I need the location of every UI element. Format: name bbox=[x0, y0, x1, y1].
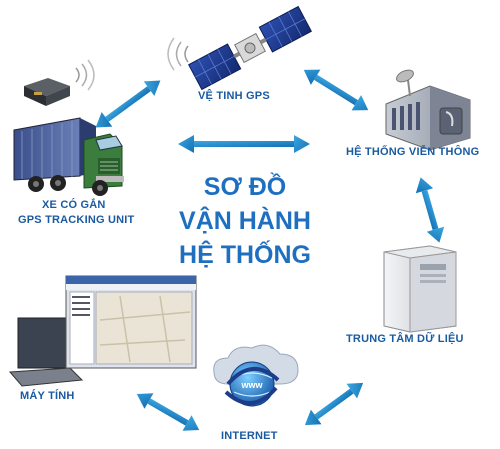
internet-label: INTERNET bbox=[221, 430, 278, 442]
globe-icon: www bbox=[213, 344, 299, 407]
gps-tracker-device-icon bbox=[24, 59, 95, 106]
diagram-title: SƠ ĐỒ VẬN HÀNH HỆ THỐNG bbox=[150, 170, 340, 272]
globe-www-text: www bbox=[240, 380, 263, 390]
server-icon bbox=[383, 245, 457, 333]
title-line-1: SƠ ĐỒ bbox=[203, 173, 287, 201]
title-line-3: HỆ THỐNG bbox=[179, 241, 311, 269]
truck-label-line-2: GPS TRACKING UNIT bbox=[18, 214, 135, 226]
truck-icon bbox=[13, 117, 124, 196]
arrows-group bbox=[95, 69, 445, 431]
arrow-datacenter-internet bbox=[304, 382, 364, 426]
satellite-label: VỆ TINH GPS bbox=[198, 90, 270, 102]
computer-icon bbox=[8, 275, 197, 387]
title-line-2: VẬN HÀNH bbox=[179, 207, 311, 235]
arrow-truck-satellite bbox=[95, 80, 161, 128]
telecom-building-icon bbox=[385, 69, 471, 151]
telecom-label: HỆ THỐNG VIỄN THÔNG bbox=[346, 146, 480, 158]
datacenter-label: TRUNG TÂM DỮ LIỆU bbox=[346, 333, 464, 345]
satellite-icon bbox=[167, 5, 312, 91]
arrow-telecom-datacenter bbox=[415, 177, 445, 243]
arrow-truck-telecom bbox=[178, 135, 310, 153]
computer-label: MÁY TÍNH bbox=[20, 390, 75, 402]
arrow-satellite-telecom bbox=[303, 69, 369, 111]
arrow-computer-internet bbox=[136, 393, 200, 431]
truck-label-line-1: XE CÓ GẮN bbox=[42, 199, 106, 211]
